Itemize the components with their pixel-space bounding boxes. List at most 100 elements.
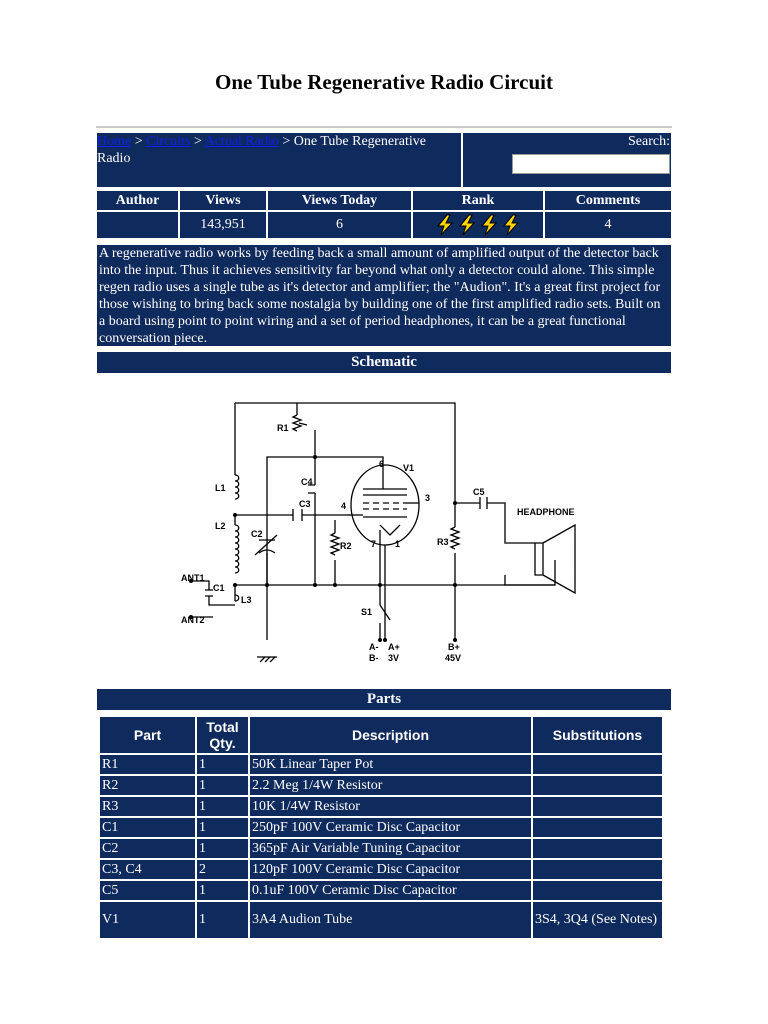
breadcrumb-separator: > — [193, 134, 202, 149]
label-pin-6: 6 — [379, 459, 384, 469]
navigation-bar: Home > Circuits > Actual Radio > One Tub… — [95, 131, 673, 189]
label-c2: C2 — [251, 529, 263, 539]
schematic-diagram: R1 C4 C3 V1 C5 HEADPHONE L1 L2 C2 R2 R3 … — [181, 402, 576, 663]
label-45v: 45V — [445, 653, 461, 663]
parts-cell-description: 10K 1/4W Resistor — [250, 797, 531, 816]
stats-comments-value: 4 — [545, 212, 671, 238]
parts-cell-qty: 2 — [197, 860, 248, 879]
stats-header-author: Author — [97, 191, 178, 210]
label-c4: C4 — [301, 477, 313, 487]
parts-cell-description: 2.2 Meg 1/4W Resistor — [250, 776, 531, 795]
label-pin-7: 7 — [371, 539, 376, 549]
parts-cell-substitutions — [533, 860, 662, 879]
label-l2: L2 — [215, 521, 226, 531]
search-input[interactable] — [512, 154, 670, 174]
parts-cell-part: C2 — [100, 839, 195, 858]
parts-cell-part: C1 — [100, 818, 195, 837]
label-pin-3: 3 — [425, 493, 430, 503]
parts-cell-description: 50K Linear Taper Pot — [250, 755, 531, 774]
parts-cell-description: 365pF Air Variable Tuning Capacitor — [250, 839, 531, 858]
stats-views-today-value: 6 — [268, 212, 411, 238]
article-description: A regenerative radio works by feeding ba… — [97, 245, 671, 346]
label-pin-4: 4 — [341, 501, 346, 511]
header-divider — [96, 126, 672, 128]
label-headphone: HEADPHONE — [517, 507, 575, 517]
breadcrumb-separator: > — [282, 134, 291, 149]
label-v1: V1 — [403, 463, 414, 473]
search-label: Search: — [628, 134, 670, 149]
label-b-plus: B+ — [448, 642, 460, 652]
parts-cell-part: C5 — [100, 881, 195, 900]
parts-cell-substitutions — [533, 797, 662, 816]
breadcrumb-actual-radio-link[interactable]: Actual Radio — [204, 134, 279, 149]
parts-cell-qty: 1 — [197, 776, 248, 795]
parts-cell-substitutions: 3S4, 3Q4 (See Notes) — [533, 902, 662, 938]
stats-header-views: Views — [180, 191, 266, 210]
parts-header-qty: Total Qty. — [197, 717, 248, 753]
stats-header-views-today: Views Today — [268, 191, 411, 210]
parts-header-substitutions: Substitutions — [533, 717, 662, 753]
parts-heading: Parts — [97, 689, 671, 710]
parts-cell-part: R2 — [100, 776, 195, 795]
stats-views-value: 143,951 — [180, 212, 266, 238]
parts-cell-qty: 1 — [197, 755, 248, 774]
stats-author-value — [97, 212, 178, 238]
label-c3: C3 — [299, 499, 311, 509]
breadcrumb-home-link[interactable]: Home — [97, 134, 132, 149]
parts-cell-qty: 1 — [197, 839, 248, 858]
label-a-minus: A- — [369, 642, 379, 652]
parts-header-description: Description — [250, 717, 531, 753]
lightning-bolt-icon — [480, 214, 498, 236]
label-ant1: ANT1 — [181, 573, 205, 583]
parts-cell-substitutions — [533, 776, 662, 795]
label-r3: R3 — [437, 537, 449, 547]
stats-rank-value — [413, 212, 543, 238]
label-l1: L1 — [215, 483, 226, 493]
parts-cell-substitutions — [533, 755, 662, 774]
schematic-heading: Schematic — [97, 352, 671, 373]
article-stats-table: Author Views Views Today Rank Comments 1… — [95, 189, 673, 240]
parts-cell-substitutions — [533, 818, 662, 837]
label-c5: C5 — [473, 487, 485, 497]
lightning-bolt-icon — [502, 214, 520, 236]
parts-table: Part Total Qty. Description Substitution… — [98, 715, 664, 940]
breadcrumb-current: One Tube Regenerative Radio — [97, 134, 426, 166]
parts-cell-qty: 1 — [197, 881, 248, 900]
parts-cell-part: R3 — [100, 797, 195, 816]
label-pin-1: 1 — [395, 539, 400, 549]
parts-cell-qty: 1 — [197, 902, 248, 938]
parts-cell-description: 3A4 Audion Tube — [250, 902, 531, 938]
stats-header-comments: Comments — [545, 191, 671, 210]
label-s1: S1 — [361, 607, 372, 617]
parts-header-part: Part — [100, 717, 195, 753]
parts-cell-description: 0.1uF 100V Ceramic Disc Capacitor — [250, 881, 531, 900]
breadcrumb-circuits-link[interactable]: Circuits — [146, 134, 191, 149]
parts-cell-description: 250pF 100V Ceramic Disc Capacitor — [250, 818, 531, 837]
label-l3: L3 — [241, 595, 252, 605]
parts-cell-part: R1 — [100, 755, 195, 774]
parts-cell-part: V1 — [100, 902, 195, 938]
parts-cell-qty: 1 — [197, 797, 248, 816]
label-r1: R1 — [277, 423, 289, 433]
breadcrumb: Home > Circuits > Actual Radio > One Tub… — [97, 133, 461, 187]
label-a-plus: A+ — [388, 642, 400, 652]
page-title: One Tube Regenerative Radio Circuit — [215, 70, 553, 94]
label-c1: C1 — [213, 583, 225, 593]
label-r2: R2 — [340, 541, 352, 551]
label-b-minus: B- — [369, 653, 379, 663]
parts-cell-part: C3, C4 — [100, 860, 195, 879]
lightning-bolt-icon — [458, 214, 476, 236]
parts-cell-substitutions — [533, 839, 662, 858]
lightning-bolt-icon — [436, 214, 454, 236]
parts-cell-substitutions — [533, 881, 662, 900]
breadcrumb-separator: > — [134, 134, 143, 149]
stats-header-rank: Rank — [413, 191, 543, 210]
